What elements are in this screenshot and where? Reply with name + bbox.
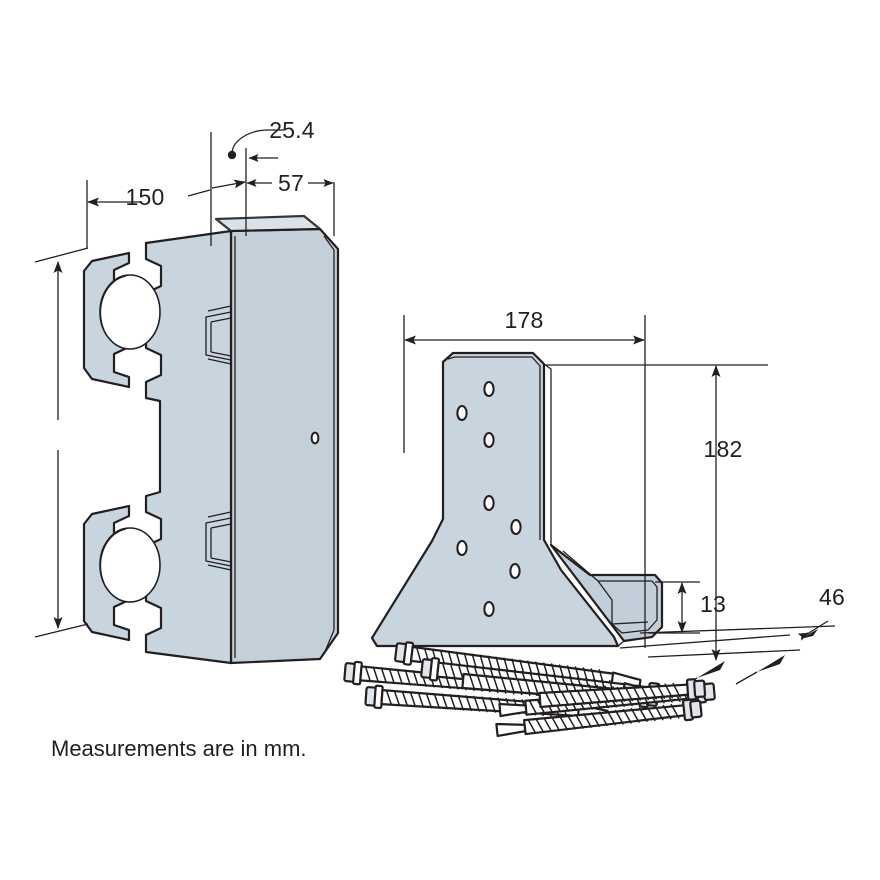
- dim-178-label: 178: [505, 307, 544, 333]
- left-bracket-top-bevel: [214, 214, 322, 233]
- measurements-caption: Measurements are in mm.: [51, 736, 307, 761]
- right-bracket-top-edge-highlight: [447, 356, 541, 540]
- dim-25-4-leader-dot: [227, 150, 237, 160]
- left-bracket-part: [82, 214, 340, 665]
- left-bracket-pilot-hole: [310, 431, 320, 445]
- dim-57-label: 57: [278, 170, 304, 196]
- dim-46-base-line-2: [647, 649, 801, 658]
- right-bracket-web-thickness: [543, 363, 625, 647]
- left-bracket-side-face: [229, 227, 340, 665]
- dim-182-label: 182: [704, 436, 743, 462]
- ext-line-height-bottom: [34, 623, 89, 638]
- dim-25-4-leader: [231, 129, 284, 155]
- right-bracket-hole-shadows: [456, 382, 515, 617]
- dim-150-label: 150: [126, 184, 165, 210]
- right-bracket-seat-lip-edge: [611, 621, 649, 625]
- left-bracket-tab-upper-fold: [207, 305, 232, 365]
- dim-46-leader-arrow: [797, 632, 809, 641]
- screw-1: [394, 641, 642, 688]
- right-bracket-dimension-group: 178 182 13 46: [403, 307, 845, 691]
- depth-arrow-b: [757, 655, 785, 672]
- dim-46-base-line: [639, 625, 836, 634]
- left-bracket-hole-lower-inner: [99, 528, 127, 584]
- right-bracket-part: [370, 351, 664, 648]
- left-bracket-edge-highlight: [234, 235, 335, 658]
- depth-arrow-b-tail: [735, 671, 758, 685]
- depth-arrow-a: [697, 661, 725, 678]
- ext-line-182-bottom: [619, 634, 791, 649]
- left-bracket-tab-upper: [205, 311, 232, 361]
- right-bracket-front-face: [370, 351, 620, 648]
- fastener-group: [343, 641, 716, 738]
- dim-150-leader: [187, 189, 211, 197]
- left-bracket-tab-lower: [205, 517, 232, 567]
- dim-150-arrow-right: [211, 179, 246, 189]
- dim-25-4-label: 25.4: [269, 117, 315, 143]
- right-bracket-seat-inner-fold: [562, 550, 658, 634]
- screw-8: [495, 698, 703, 738]
- left-bracket-hole-upper-inner: [99, 275, 127, 331]
- left-bracket-dimension-group: 150 25.4 57: [34, 117, 335, 638]
- dim-46-label: 46: [819, 584, 845, 610]
- dim-13-label: 13: [700, 591, 726, 617]
- screw-7: [538, 678, 707, 709]
- left-bracket-tab-lower-fold: [207, 511, 232, 571]
- ext-line-height-top: [34, 247, 89, 263]
- dim-46-arrowhead: [800, 629, 818, 639]
